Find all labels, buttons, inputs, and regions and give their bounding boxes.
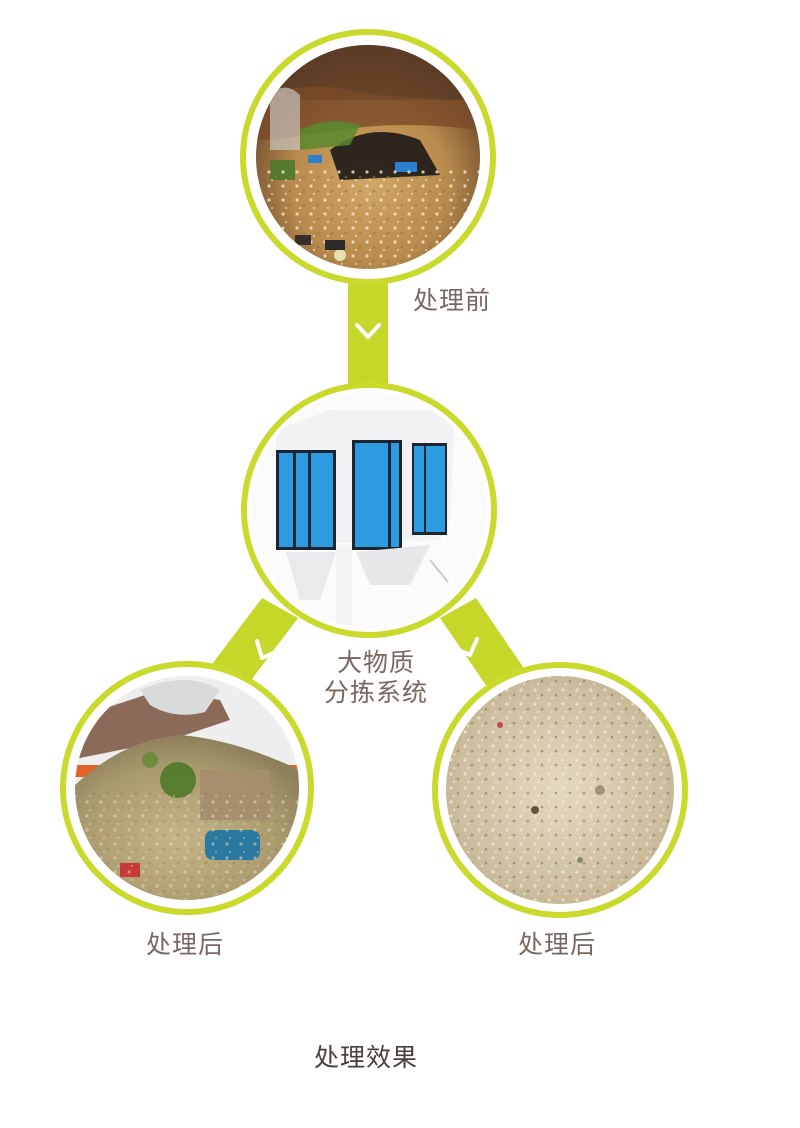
label-after-fine: 处理后 <box>518 930 597 959</box>
sorting-machine-photo <box>251 392 487 628</box>
node-sorter <box>241 382 497 638</box>
node-before <box>240 29 496 285</box>
coarse-sorted-waste-photo <box>75 676 299 900</box>
label-before: 处理前 <box>413 286 492 315</box>
connector-before-to-sorter <box>348 276 388 392</box>
fine-sorted-material-photo <box>446 676 674 904</box>
label-sorter-line1: 大物质 <box>336 648 415 677</box>
node-after-fine <box>432 662 688 918</box>
label-sorter: 大物质 分拣系统 <box>320 648 432 708</box>
chevron-down-icon <box>255 639 280 660</box>
label-sorter-line2: 分拣系统 <box>323 678 428 707</box>
chevron-down-icon <box>452 637 479 657</box>
chevron-down-icon <box>355 323 381 339</box>
node-after-coarse <box>60 661 314 915</box>
diagram-caption: 处理效果 <box>314 1043 419 1072</box>
label-after-coarse: 处理后 <box>146 930 225 959</box>
